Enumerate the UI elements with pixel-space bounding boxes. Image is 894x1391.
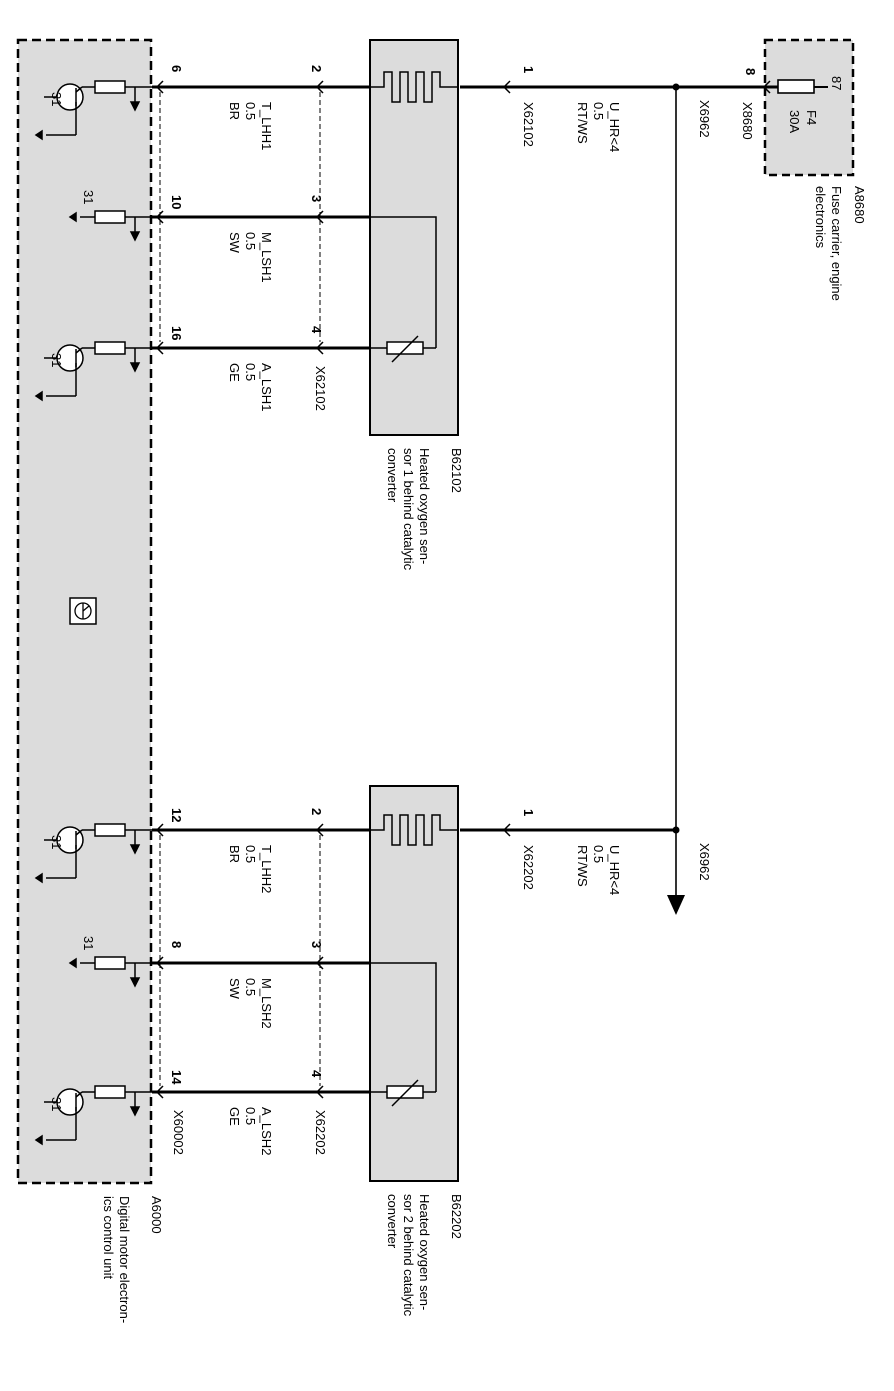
ecu-driver-1 (34, 80, 152, 141)
wire-size: 0.5 (243, 845, 258, 863)
ground-label: 31 (49, 835, 64, 849)
heater-element-icon (370, 71, 458, 103)
wire-size: 0.5 (243, 1107, 258, 1125)
heater-element-icon (370, 814, 458, 846)
fuse-carrier-id: A8680 (852, 186, 867, 224)
ecu-pin-number: 6 (169, 65, 184, 72)
continuation-arrow-icon (667, 895, 685, 915)
control-unit-id: A6000 (149, 1196, 164, 1234)
variable-resistor-arrow (391, 335, 419, 363)
s1-supply-color: RT/WS (575, 102, 590, 144)
ground-label: 31 (81, 936, 96, 950)
wire-signal-name: M_LSH1 (259, 232, 274, 283)
wire-size: 0.5 (243, 363, 258, 381)
connector-arrows (155, 80, 324, 1099)
connector-arrow-icon (762, 80, 771, 94)
s2-inner-connector: X62202 (313, 1110, 328, 1155)
sensor1-desc-1: Heated oxygen sen- (417, 448, 432, 564)
ecu-pin-number: 14 (169, 1070, 184, 1085)
s1-supply-pin: 1 (521, 66, 536, 73)
wire-labels: 26T_LHH10.5BR310M_LSH10.5SW416A_LSH10.5G… (169, 65, 324, 1155)
s2-supply-pin: 1 (521, 809, 536, 816)
sensor-pin-number: 3 (309, 195, 324, 202)
probe-wire-icon (370, 216, 437, 348)
fuse-rating-label: 30A (787, 110, 802, 133)
s1-connector-label: X62102 (521, 102, 536, 147)
splice-dot-top (672, 83, 680, 91)
control-unit-desc-2: ics control unit (101, 1196, 116, 1279)
fuse-carrier-desc-1: Fuse carrier, engine (829, 186, 844, 301)
ecu-ground-2 (68, 210, 152, 242)
ecu-driver-4 (34, 823, 152, 884)
ecu-pin-number: 8 (169, 941, 184, 948)
wire-size: 0.5 (243, 978, 258, 996)
wire-signal-name: A_LSH2 (259, 1107, 274, 1155)
wire-color: GE (227, 363, 242, 382)
ecu-pin-number: 10 (169, 195, 184, 209)
fuse-connector-label: X8680 (740, 102, 755, 140)
sensor2-id: B62202 (449, 1194, 464, 1239)
sensor2-box (369, 785, 459, 1182)
wire-size: 0.5 (243, 102, 258, 120)
fuse-carrier-desc-2: electronics (813, 186, 828, 249)
sensor1-box (369, 39, 459, 436)
wire-signal-name: M_LSH2 (259, 978, 274, 1029)
connector-arrow-icon (502, 80, 511, 94)
wire-signal-name: T_LHH1 (259, 102, 274, 150)
ecu-ground-5 (68, 956, 152, 988)
fuse-pin-8: 8 (743, 68, 758, 75)
ground-label: 31 (81, 190, 96, 204)
s2-supply-size: 0.5 (591, 845, 606, 863)
wire-color: GE (227, 1107, 242, 1126)
variable-resistor-arrow (391, 1079, 419, 1107)
ecu-connector-label: X60002 (171, 1110, 186, 1155)
s2-supply-color: RT/WS (575, 845, 590, 887)
sensor-pin-number: 4 (309, 1070, 324, 1078)
ecu-driver-3 (34, 341, 152, 402)
wire-bundle (152, 85, 370, 1094)
sensor1-desc-3: converter (385, 448, 400, 503)
wire-signal-name: T_LHH2 (259, 845, 274, 893)
ecu-driver-6 (34, 1085, 152, 1146)
wire-color: SW (227, 978, 242, 1000)
fuse-name-label: F4 (804, 110, 819, 125)
wire-signal-name: A_LSH1 (259, 363, 274, 411)
sensor-pin-number: 4 (309, 326, 324, 334)
s1-inner-connector: X62102 (313, 366, 328, 411)
control-unit-desc-1: Digital motor electron- (117, 1196, 132, 1323)
wire-color: SW (227, 232, 242, 254)
ecu-pin-number: 12 (169, 808, 184, 822)
fuse-carrier-box (763, 38, 855, 177)
probe-wire-icon (370, 962, 437, 1092)
s2-connector-label: X62202 (521, 845, 536, 890)
ground-label: 31 (49, 1097, 64, 1111)
wire-color: BR (227, 102, 242, 120)
wire-size: 0.5 (243, 232, 258, 250)
s1-supply-signal: U_HR<4 (607, 102, 622, 152)
sensor-pin-number: 2 (309, 808, 324, 815)
sensor1-desc-2: sor 1 behind catalytic (401, 448, 416, 571)
connector-arrow-icon (502, 823, 511, 837)
s1-supply-size: 0.5 (591, 102, 606, 120)
ecu-symbol-icon (69, 597, 97, 625)
sensor2-desc-2: sor 2 behind catalytic (401, 1194, 416, 1317)
splice-dot-bottom (672, 826, 680, 834)
sensor1-id: B62102 (449, 448, 464, 493)
wire-color: BR (227, 845, 242, 863)
sensor-pin-number: 2 (309, 65, 324, 72)
ground-label: 31 (49, 353, 64, 367)
sensor2-desc-3: converter (385, 1194, 400, 1249)
splice-label-bottom: X6962 (697, 843, 712, 881)
splice-label-top: X6962 (697, 100, 712, 138)
ground-label: 31 (49, 92, 64, 106)
s2-supply-signal: U_HR<4 (607, 845, 622, 895)
sensor2-desc-1: Heated oxygen sen- (417, 1194, 432, 1310)
sensor-pin-number: 3 (309, 941, 324, 948)
fuse-icon (763, 79, 828, 94)
fuse-terminal-label: 87 (829, 76, 844, 90)
ecu-pin-number: 16 (169, 326, 184, 340)
